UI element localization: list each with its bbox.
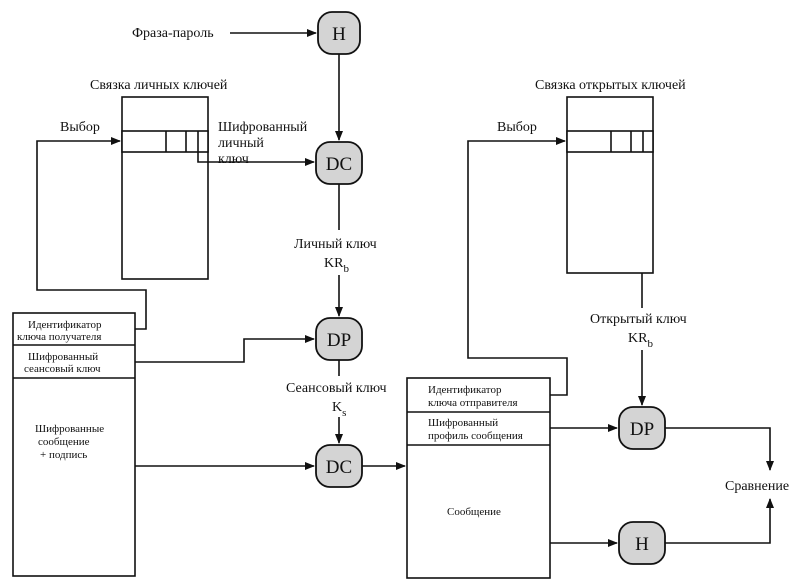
select-right-label: Выбор (497, 120, 537, 135)
enc-private-key-line2: личный (218, 136, 264, 151)
session-key-label: Сеансовый ключ (286, 381, 387, 396)
private-keyring-box (121, 96, 209, 280)
recipient-id-line2: ключа получателя (17, 331, 101, 343)
arrow-dp-to-compare (665, 427, 774, 471)
enc-body-line2: сообщение (38, 436, 90, 448)
arrow-select-private (36, 137, 147, 330)
dc-node-bottom-label: DC (326, 457, 352, 478)
compare-label: Сравнение (725, 479, 789, 494)
passphrase-label: Фраза-пароль (132, 26, 214, 41)
enc-session-line1: Шифрованный (28, 351, 98, 363)
arrow-select-public (467, 137, 568, 396)
public-keyring-selected-row (566, 130, 654, 153)
hash-node-bottom-label: H (635, 534, 649, 555)
public-key-label: Открытый ключ (590, 312, 687, 327)
select-left-label: Выбор (60, 120, 100, 135)
enc-body-line1: Шифрованные (35, 423, 104, 435)
public-key-symbol: KRb (628, 331, 653, 350)
public-keyring-box (566, 96, 654, 274)
private-key-symbol: KRb (324, 256, 349, 275)
private-keyring-label: Связка личных ключей (90, 78, 228, 93)
arrow-hash-to-compare (665, 498, 774, 544)
sender-id-line2: ключа отправителя (428, 397, 518, 409)
enc-body-line3: + подпись (40, 449, 87, 461)
message-body-label: Сообщение (447, 506, 501, 518)
dp-node-right-label: DP (630, 419, 654, 440)
enc-private-key-line3: ключ (218, 152, 249, 167)
session-key-symbol: Ks (332, 400, 346, 419)
enc-digest-line2: профиль сообщения (428, 430, 523, 442)
enc-session-line2: сеансовый ключ (24, 363, 101, 375)
public-keyring-label: Связка открытых ключей (535, 78, 686, 93)
arrow-privkey-to-dc (197, 152, 315, 166)
enc-digest-line1: Шифрованный (428, 417, 498, 429)
recipient-id-line1: Идентификатор (28, 319, 102, 331)
incoming-message-box (12, 312, 136, 577)
hash-node-top-label: H (332, 24, 346, 45)
arrow-session-to-dp (135, 335, 315, 363)
dc-node-top-label: DC (326, 154, 352, 175)
dp-node-mid-label: DP (327, 330, 351, 351)
private-keyring-selected-row (121, 130, 209, 153)
enc-private-key-line1: Шифрованный (218, 120, 308, 135)
sender-id-line1: Идентификатор (428, 384, 502, 396)
private-key-label: Личный ключ (294, 237, 377, 252)
